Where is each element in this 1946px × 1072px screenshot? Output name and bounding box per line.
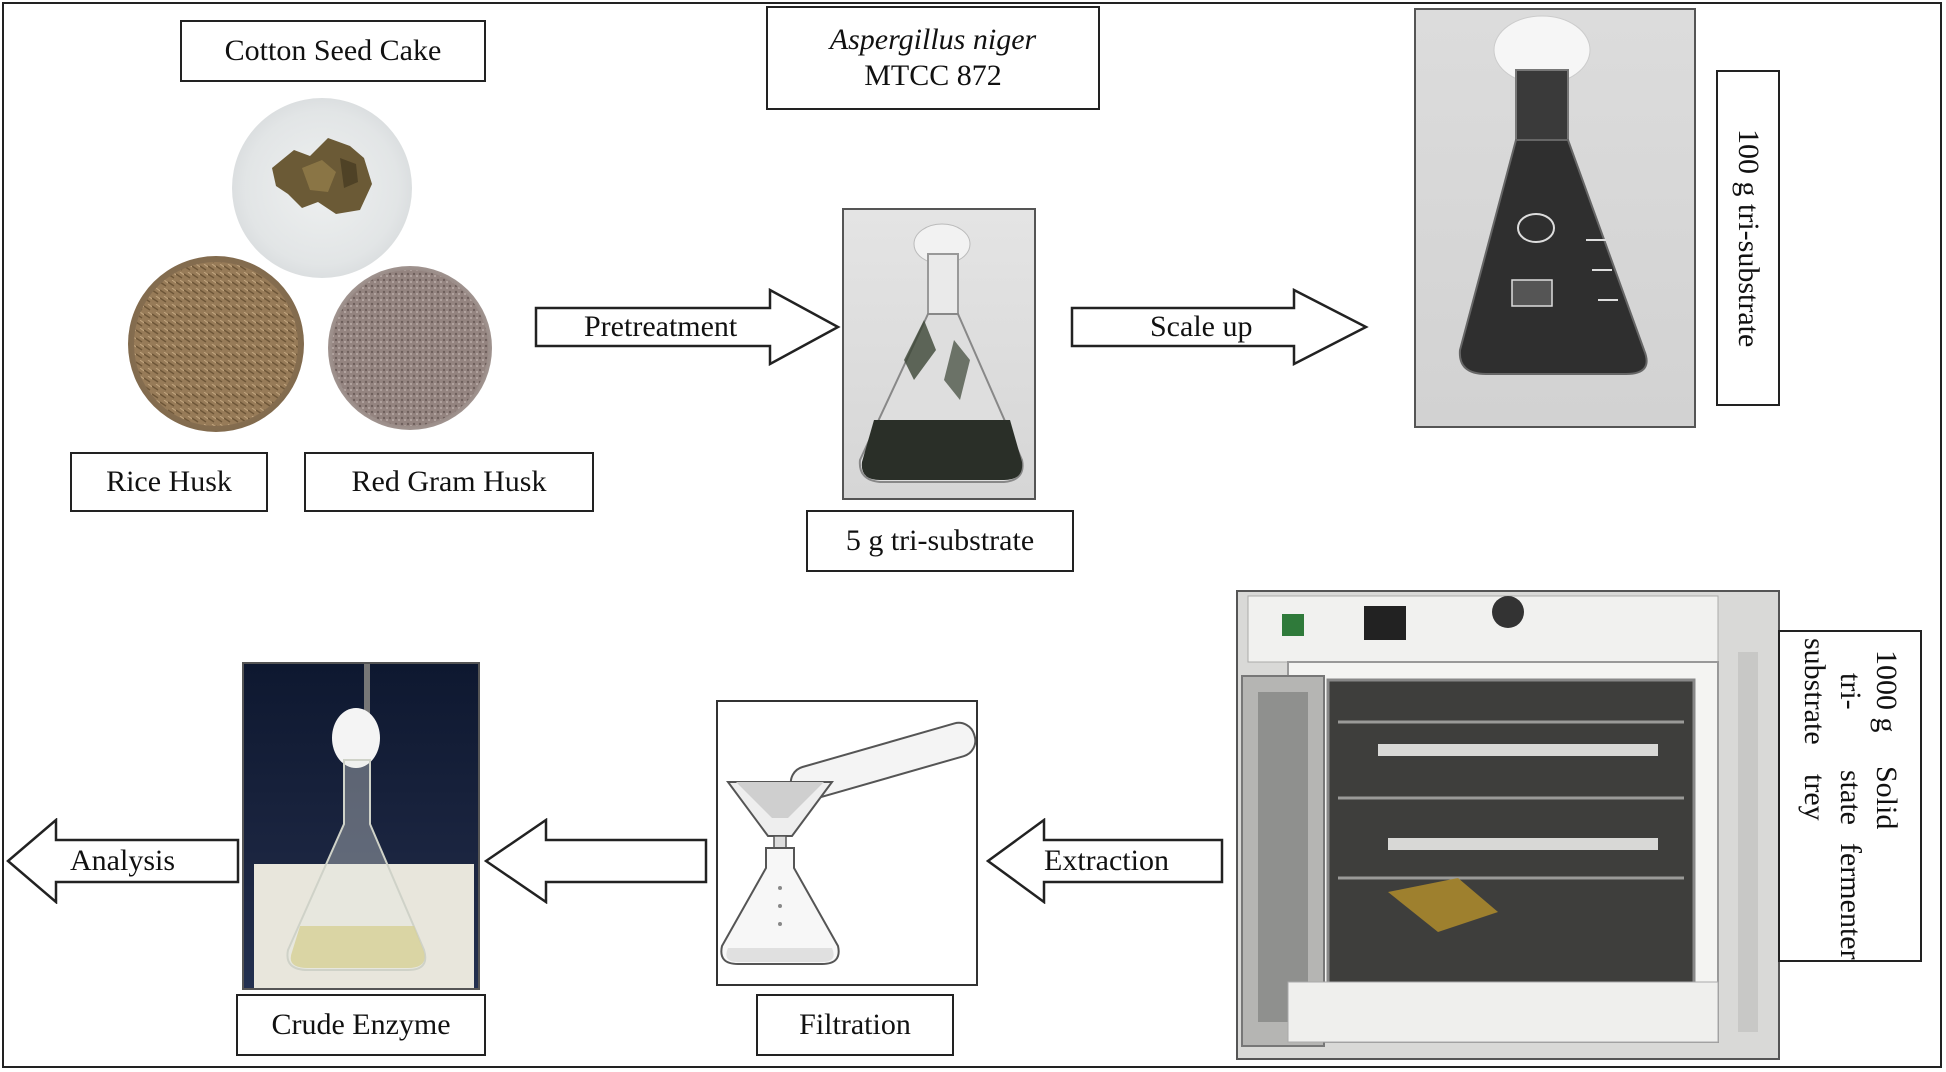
filtration-drawing — [720, 721, 976, 965]
fermenter-drawing — [1238, 592, 1778, 1058]
extraction-arrow — [986, 818, 1224, 904]
cotton-seed-cake-text: Cotton Seed Cake — [224, 34, 442, 67]
filtration-illustration — [716, 700, 978, 986]
cotton-seed-cake-image — [232, 98, 412, 278]
organism-label: Aspergillus niger MTCC 872 — [766, 6, 1100, 110]
red-gram-husk-texture — [332, 270, 488, 426]
extraction-label: Extraction — [1044, 844, 1169, 877]
crude-enzyme-text: Crude Enzyme — [271, 1008, 451, 1041]
cotton-seed-cake-label: Cotton Seed Cake — [180, 20, 486, 82]
cotton-seed-cake-pieces — [272, 138, 372, 214]
small-flask-photo — [842, 208, 1036, 500]
organism-strain: MTCC 872 — [864, 59, 1002, 92]
organism-name: Aspergillus niger — [829, 23, 1037, 56]
analysis-arrow — [6, 818, 240, 904]
rice-husk-text: Rice Husk — [106, 465, 232, 498]
five-g-label: 5 g tri-substrate — [806, 510, 1074, 572]
crude-enzyme-drawing — [254, 664, 474, 988]
pretreatment-arrow — [534, 288, 841, 366]
thousand-g-line3: fermenter — [1834, 843, 1867, 960]
hundred-g-label: 100 g tri-substrate — [1716, 70, 1780, 406]
rice-husk-label: Rice Husk — [70, 452, 268, 512]
hundred-g-text: 100 g tri-substrate — [1732, 128, 1765, 348]
thousand-g-line2: Solid state trey — [1798, 765, 1903, 830]
large-flask-drawing — [1458, 15, 1648, 375]
five-g-text: 5 g tri-substrate — [845, 524, 1035, 557]
large-flask-photo — [1414, 8, 1696, 428]
red-gram-husk-text: Red Gram Husk — [351, 465, 547, 498]
filtration-label: Filtration — [756, 994, 954, 1056]
red-gram-husk-label: Red Gram Husk — [304, 452, 594, 512]
fermenter-photo — [1236, 590, 1780, 1060]
crude-enzyme-photo — [242, 662, 480, 990]
red-gram-husk-image — [328, 266, 492, 430]
pretreatment-label: Pretreatment — [584, 310, 738, 343]
scale-up-label: Scale up — [1150, 310, 1253, 343]
rice-husk-image — [128, 256, 304, 432]
analysis-label: Analysis — [70, 844, 175, 877]
filtration-text: Filtration — [799, 1008, 911, 1041]
filtration-to-enzyme-arrow — [484, 818, 708, 904]
crude-enzyme-label: Crude Enzyme — [236, 994, 486, 1056]
small-flask-drawing — [858, 223, 1024, 483]
thousand-g-label: 1000 g tri-substrate Solid state trey fe… — [1778, 630, 1922, 962]
scale-up-arrow — [1070, 288, 1369, 366]
rice-husk-texture — [134, 262, 298, 426]
thousand-g-line1: 1000 g tri-substrate — [1798, 638, 1903, 745]
